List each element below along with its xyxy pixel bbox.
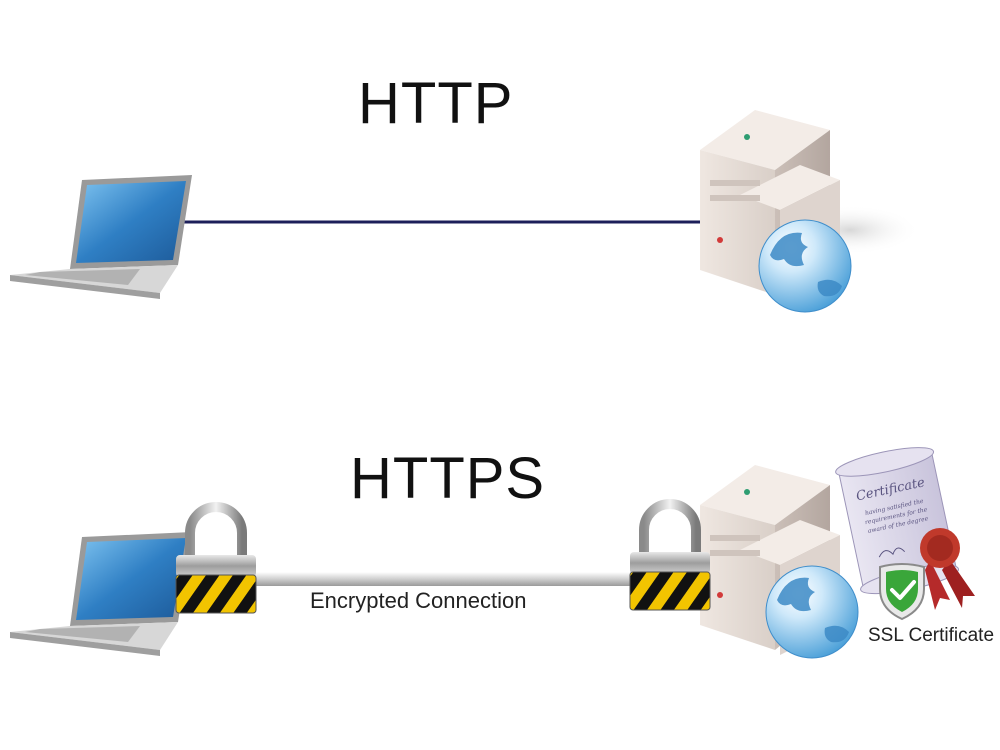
https-title: HTTPS <box>350 446 546 511</box>
encrypted-connection-pipe <box>245 572 640 586</box>
seal-icon <box>920 528 975 610</box>
ssl-certificate-label: SSL Certificate <box>868 625 995 646</box>
padlock-icon <box>175 502 257 614</box>
globe-icon <box>765 565 859 659</box>
laptop-icon <box>10 175 192 299</box>
laptop-icon <box>10 532 192 656</box>
http-title: HTTP <box>358 71 514 136</box>
shield-check-icon <box>879 563 925 621</box>
encrypted-connection-label: Encrypted Connection <box>310 588 527 613</box>
padlock-icon <box>629 499 711 611</box>
globe-icon <box>758 219 852 313</box>
